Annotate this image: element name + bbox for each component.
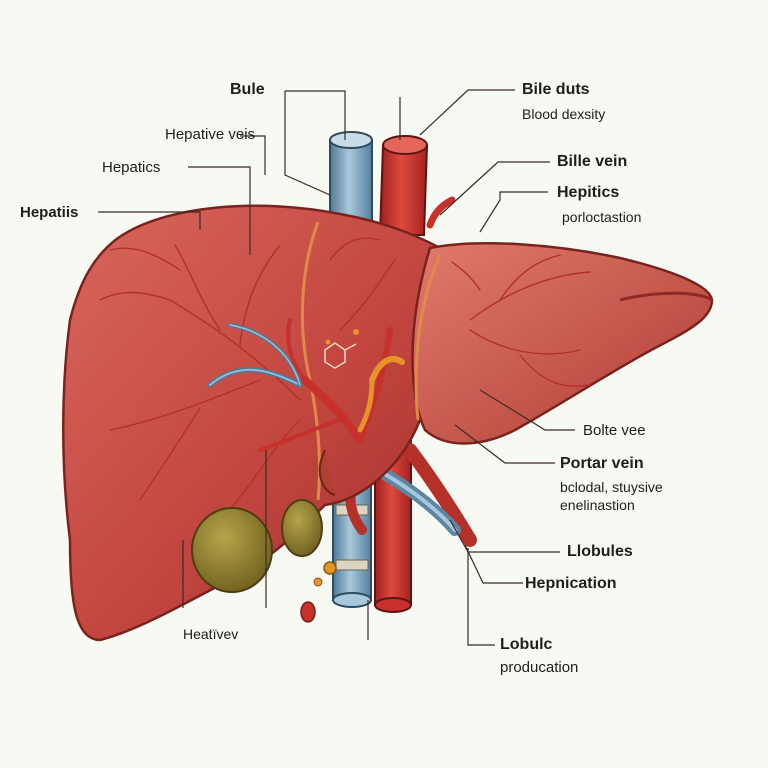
hepatic-artery-branches [258, 318, 393, 452]
surface-vessels [99, 237, 591, 521]
label-llobules: Llobules [567, 543, 633, 560]
label-hepative-veis: Hepative veis [165, 126, 256, 143]
nodule-orange [323, 561, 337, 575]
label-bolte-vee: Bolte vee [583, 422, 646, 439]
liver-right-lobe [411, 242, 714, 445]
hepatic-veins [207, 323, 303, 388]
artery-upper [378, 135, 456, 236]
label-blood-dexsity: Blood dexsity [522, 106, 606, 122]
label-bille-vein: Bille vein [557, 153, 628, 170]
label-portar-vein: Portar vein [560, 455, 644, 472]
label-producation: producation [500, 659, 579, 676]
label-hepatiis: Hepatiis [20, 204, 79, 221]
label-lobulc: Lobulc [500, 636, 553, 653]
label-heatvev: Heatïvev [183, 626, 239, 642]
label-porloctastion: porloctastion [562, 209, 642, 225]
bile-duct [357, 356, 405, 433]
leader-lines [98, 89, 575, 646]
label-bule: Bule [230, 81, 265, 98]
nodule-orange-small [313, 577, 323, 587]
label-bile-duts: Bile duts [522, 81, 590, 98]
label-hepatics-left: Hepatics [102, 159, 161, 176]
molecule-icon [324, 329, 359, 369]
label-hepnication: Hepnication [525, 575, 617, 592]
label-bclodal: bclodal, stuysive [560, 479, 663, 495]
nodule-red [300, 601, 316, 623]
label-enelinastion: enelinastion [560, 497, 635, 513]
gallbladder [191, 507, 273, 593]
label-hepitics: Hepitics [557, 184, 620, 201]
gallbladder-small [281, 499, 323, 557]
